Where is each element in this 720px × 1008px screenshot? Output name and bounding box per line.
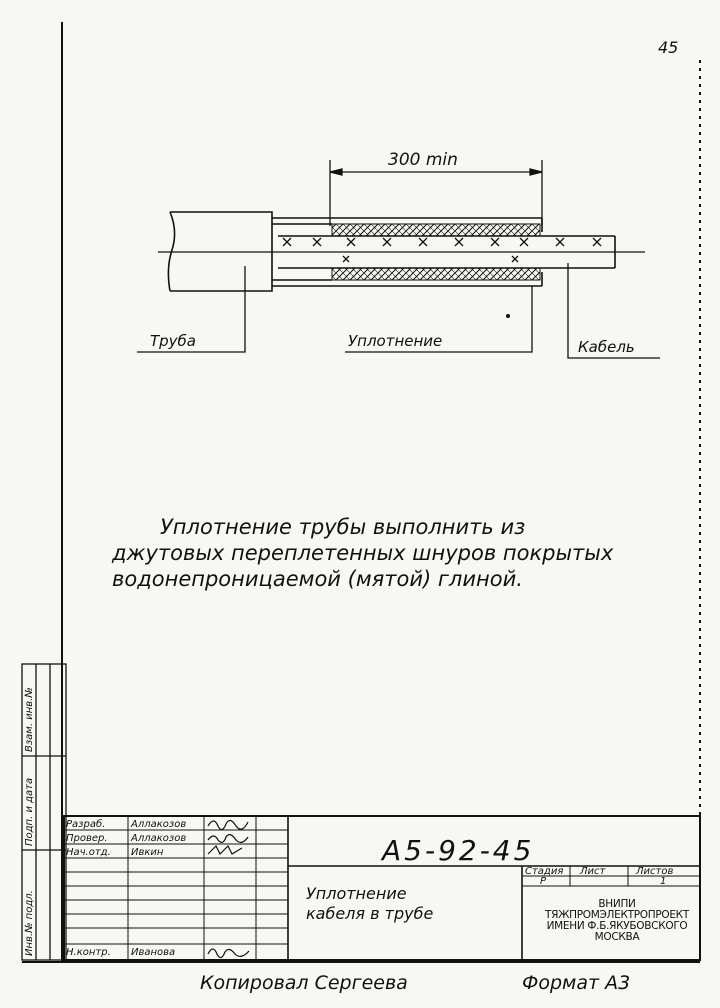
dimension-label: 300 min [388,150,458,170]
note-line-2: джутовых переплетенных шнуров покрытых [112,541,614,565]
name-dept-head: Ивкин [131,847,164,858]
org-line-3: ИМЕНИ Ф.Б.ЯКУБОВСКОГО [546,920,688,932]
organization-block: ВНИПИ ТЯЖПРОМЭЛЕКТРОПРОЕКТ ИМЕНИ Ф.Б.ЯКУ… [524,899,710,943]
page-number: 45 [658,38,679,57]
side-stamp-replace: Взам. инв.№ [24,687,35,752]
side-stamp-grid [21,663,67,961]
title-line-1: Уплотнение [306,884,407,903]
side-stamp-sign: Подп. и дата [24,777,35,846]
label-cable: Кабель [578,338,635,356]
sheets-header: Листов [636,866,674,877]
note-line-3: водонепроницаемой (мятой) глиной. [112,567,523,591]
signatures [207,819,250,959]
role-norm-control: Н.контр. [66,947,111,958]
note-line-1: Уплотнение трубы выполнить из [160,515,526,539]
copied-by: Копировал Сергеева [200,972,408,994]
sheets-value: 1 [660,876,667,887]
stage-header: Стадия [525,866,564,877]
label-seal: Уплотнение [348,332,443,350]
name-checker: Аллакозов [131,833,187,844]
drawing-code: А5-92-45 [382,834,535,867]
side-stamp-inv: Инв.№ подл. [24,890,35,956]
drawing-title: Уплотнение кабеля в трубе [306,884,516,924]
leader-lines [137,263,660,359]
jute-marks [282,237,602,263]
sheet-frame [22,22,701,963]
role-checker: Провер. [66,833,108,844]
label-pipe: Труба [150,332,197,350]
sheet-format: Формат А3 [522,972,631,994]
org-line-4: МОСКВА [594,931,640,943]
name-developer: Аллакозов [131,819,187,830]
name-norm-control: Иванова [131,947,176,958]
seal-hatching [331,223,541,281]
role-dept-head: Нач.отд. [66,847,111,858]
role-developer: Разраб. [66,819,106,830]
org-line-1: ВНИПИ [598,898,636,910]
title-line-2: кабеля в трубе [306,904,434,923]
sheet-header: Лист [580,866,606,877]
stage-value: Р [540,876,547,887]
org-line-2: ТЯЖПРОМЭЛЕКТРОПРОЕКТ [545,909,689,921]
dimension-line [329,160,543,226]
title-block-grid [63,815,701,961]
